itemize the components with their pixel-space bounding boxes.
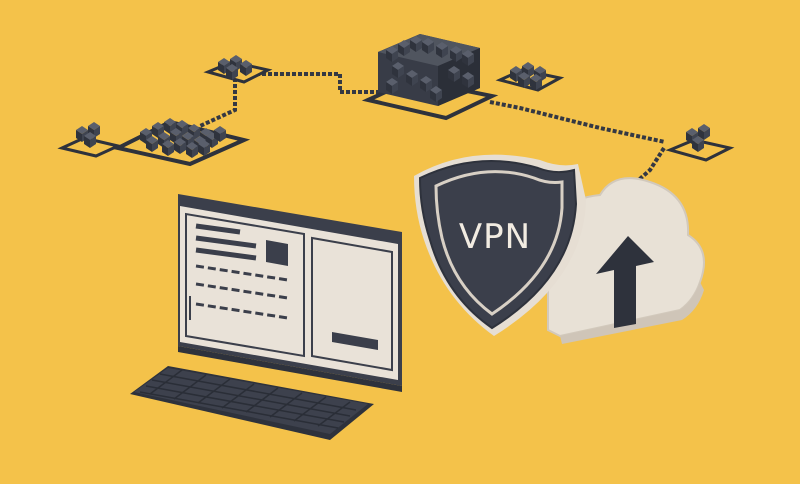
monitor-window-controls	[380, 233, 395, 238]
shield-icon: VPN	[414, 154, 586, 336]
shield-label: VPN	[459, 217, 531, 257]
upload-arrow-icon	[596, 236, 654, 328]
keyboard	[130, 366, 374, 440]
side-panel	[311, 236, 393, 372]
server-node-large-left	[112, 118, 251, 167]
server-node-right-top	[495, 62, 565, 92]
server-node-tiny-left	[57, 122, 123, 158]
server-node-small-left	[203, 55, 273, 84]
server-node-right	[665, 124, 735, 162]
document-panel	[185, 212, 305, 358]
server-node-central	[361, 34, 499, 121]
computer-monitor	[178, 194, 402, 392]
